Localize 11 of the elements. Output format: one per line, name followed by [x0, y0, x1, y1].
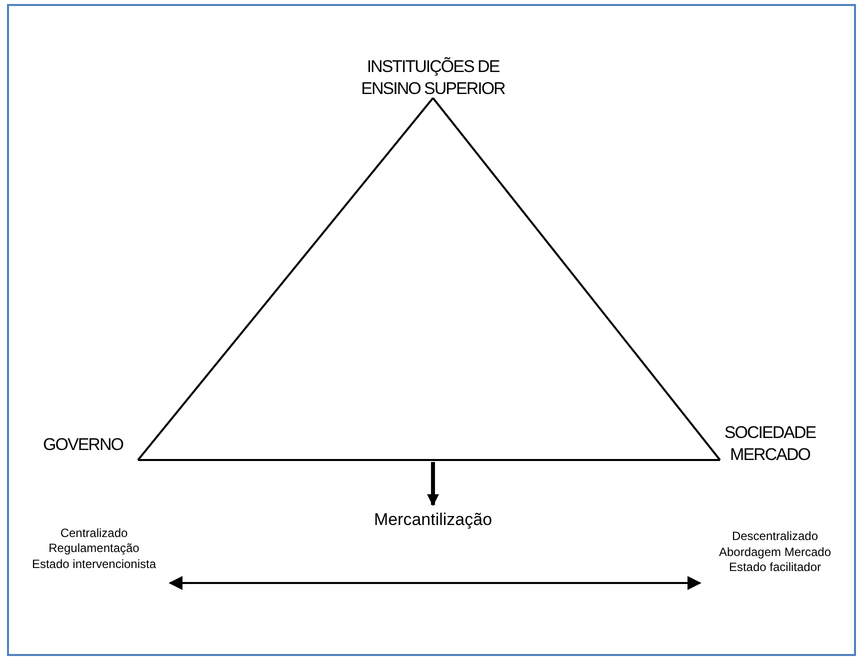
triangle-side	[137, 97, 434, 461]
description-text: Descentralizado Abordagem Mercado Estado facilitador	[718, 529, 832, 576]
triangle-side	[432, 97, 721, 461]
vertex-label: GOVERNO	[43, 434, 123, 456]
arrow	[427, 462, 439, 506]
double-arrow	[168, 576, 702, 590]
vertex-label: INSTITUIÇÕES DE ENSINO SUPERIOR	[360, 56, 506, 100]
center-label: Mercantilização	[374, 508, 492, 531]
vertex-label: SOCIEDADE MERCADO	[723, 422, 817, 466]
description-text: Centralizado Regulamentação Estado intervencionista	[30, 526, 158, 572]
triangle-side	[138, 459, 720, 461]
